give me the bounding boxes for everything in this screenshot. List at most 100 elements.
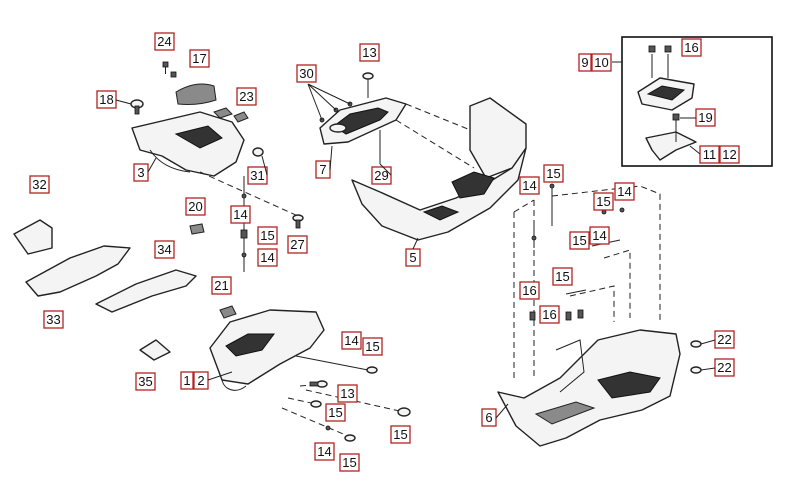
- svg-text:3: 3: [137, 165, 144, 180]
- part-31-cap: [252, 147, 264, 157]
- callout-27: 27: [287, 235, 308, 254]
- part-21-clip: [219, 305, 237, 319]
- callout-13-top: 13: [359, 43, 380, 62]
- svg-text:15: 15: [260, 228, 274, 243]
- part-5-floor-tray: [351, 97, 527, 241]
- detail-box-9-10: [621, 36, 773, 167]
- svg-text:14: 14: [260, 250, 274, 265]
- callout-15-b: 15: [362, 337, 383, 356]
- part-33-side-cover: [25, 245, 131, 297]
- svg-text:21: 21: [214, 278, 228, 293]
- svg-text:13: 13: [340, 386, 354, 401]
- svg-text:18: 18: [99, 92, 113, 107]
- svg-text:24: 24: [157, 34, 171, 49]
- svg-text:16: 16: [522, 283, 536, 298]
- part-34-trim-strip: [95, 269, 197, 313]
- svg-text:1: 1: [183, 373, 190, 388]
- callout-15-e: 15: [339, 453, 360, 472]
- svg-text:35: 35: [138, 374, 152, 389]
- part-1-2-lower-cover: [209, 309, 325, 391]
- part-24-bolt: [162, 61, 177, 78]
- part-15-bolt-mid: [310, 400, 322, 408]
- callout-1: 1: [180, 371, 194, 390]
- part-11-plate: [645, 113, 697, 161]
- callout-15-c: 15: [325, 403, 346, 422]
- svg-text:19: 19: [698, 110, 712, 125]
- part-13-bolt-lower: [309, 380, 328, 388]
- callout-11: 11: [699, 145, 720, 164]
- svg-text:16: 16: [684, 40, 698, 55]
- callout-19: 19: [695, 108, 716, 127]
- callout-15-i: 15: [552, 267, 573, 286]
- callout-9: 9: [578, 53, 592, 72]
- svg-text:7: 7: [319, 162, 326, 177]
- callout-5: 5: [405, 248, 421, 267]
- part-23-clip: [213, 107, 249, 123]
- svg-text:5: 5: [409, 250, 416, 265]
- callout-18: 18: [96, 90, 117, 109]
- callout-13-lower: 13: [337, 384, 358, 403]
- svg-text:29: 29: [374, 168, 388, 183]
- callout-34: 34: [154, 240, 175, 259]
- callout-33: 33: [43, 310, 64, 329]
- part-10-bracket: [637, 45, 695, 111]
- svg-text:15: 15: [328, 405, 342, 420]
- svg-text:13: 13: [362, 45, 376, 60]
- svg-text:14: 14: [617, 184, 631, 199]
- callout-29: 29: [371, 166, 392, 185]
- svg-text:15: 15: [342, 455, 356, 470]
- callout-31: 31: [247, 166, 268, 185]
- callout-16-b: 16: [539, 305, 560, 324]
- callout-14-c: 14: [341, 331, 362, 350]
- callout-32: 32: [29, 175, 50, 194]
- svg-text:15: 15: [365, 339, 379, 354]
- callout-15-f: 15: [543, 164, 564, 183]
- svg-text:17: 17: [192, 51, 206, 66]
- part-15-bolt-far: [397, 407, 411, 417]
- callout-3: 3: [133, 163, 149, 182]
- part-15-bolt-right: [366, 366, 378, 374]
- part-6-floor-board: [497, 329, 681, 447]
- callout-14-b: 14: [257, 248, 278, 267]
- callout-15-a: 15: [257, 226, 278, 245]
- callout-20: 20: [185, 197, 206, 216]
- svg-text:14: 14: [317, 444, 331, 459]
- callout-10: 10: [591, 53, 612, 72]
- callout-14-f: 14: [614, 182, 635, 201]
- svg-text:27: 27: [290, 237, 304, 252]
- callout-15-g: 15: [593, 192, 614, 211]
- part-7-center-panel: [319, 97, 407, 145]
- callout-12: 12: [719, 145, 740, 164]
- svg-text:23: 23: [239, 89, 253, 104]
- svg-text:15: 15: [596, 194, 610, 209]
- part-17-seat-pad: [175, 83, 217, 105]
- svg-text:15: 15: [546, 166, 560, 181]
- svg-text:14: 14: [522, 178, 536, 193]
- svg-text:34: 34: [157, 242, 171, 257]
- callout-15-h: 15: [569, 231, 590, 250]
- part-18-grommet: [130, 99, 144, 115]
- part-35-plate: [139, 339, 171, 361]
- callout-6: 6: [481, 408, 497, 427]
- svg-text:15: 15: [555, 269, 569, 284]
- svg-text:15: 15: [393, 427, 407, 442]
- svg-text:14: 14: [344, 333, 358, 348]
- callout-14-a: 14: [230, 205, 251, 224]
- part-22-bolt-lower: [690, 366, 702, 374]
- part-20-clip: [189, 223, 205, 235]
- callout-14-g: 14: [589, 226, 610, 245]
- part-32-mat: [13, 219, 53, 255]
- svg-text:33: 33: [46, 312, 60, 327]
- part-30-screws: [307, 83, 353, 123]
- svg-text:32: 32: [32, 177, 46, 192]
- svg-text:11: 11: [703, 147, 717, 162]
- callout-22-a: 22: [714, 330, 735, 349]
- svg-text:6: 6: [485, 410, 492, 425]
- callout-22-b: 22: [714, 358, 735, 377]
- svg-text:14: 14: [592, 228, 606, 243]
- svg-text:9: 9: [581, 55, 588, 70]
- callout-21: 21: [211, 276, 232, 295]
- svg-text:10: 10: [594, 55, 608, 70]
- callout-14-d: 14: [314, 442, 335, 461]
- callout-16-a: 16: [519, 281, 540, 300]
